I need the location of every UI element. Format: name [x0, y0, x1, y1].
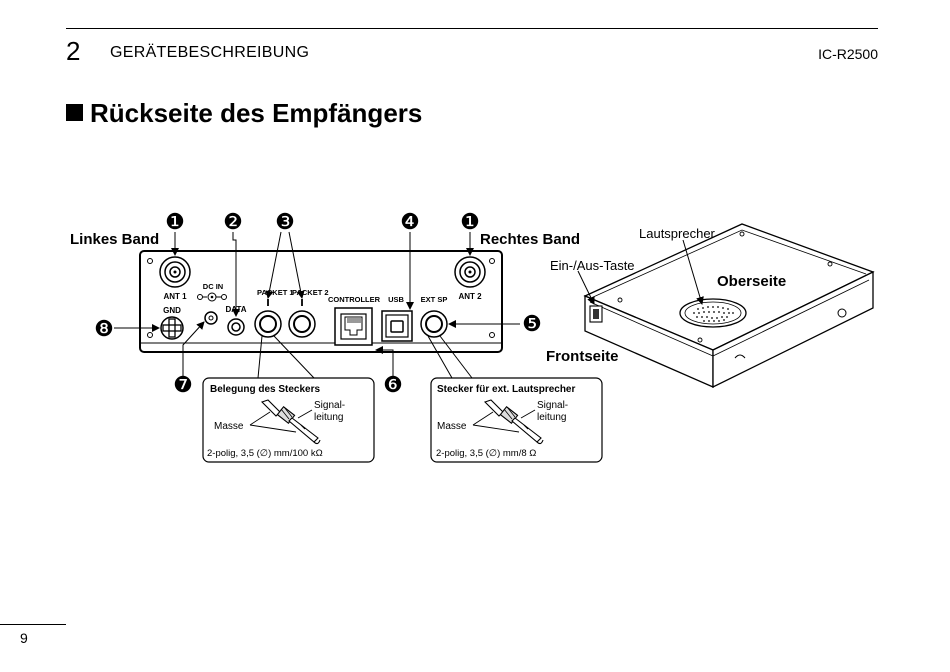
ant2-label: ANT 2	[458, 292, 482, 301]
controller-label: CONTROLLER	[328, 295, 381, 304]
footer-rule	[0, 624, 66, 625]
box-left-title: Belegung des Steckers	[210, 384, 320, 395]
oberseite-label: Oberseite	[717, 273, 786, 290]
dc-polarity-icon	[197, 292, 227, 302]
usb-port	[381, 310, 413, 342]
plug-box-right: Stecker für ext. Lautsprecher Signal- le…	[430, 377, 603, 463]
box-right-signal-2: leitung	[537, 412, 566, 423]
box-left-signal-2: leitung	[314, 412, 343, 423]
callout-6: ❻	[383, 372, 403, 397]
header-rule	[66, 28, 878, 29]
ext-sp-jack	[420, 310, 448, 338]
packet2-jack	[288, 310, 316, 338]
page-number: 9	[20, 630, 28, 646]
callout-4: ❹	[400, 209, 420, 234]
ant2-connector	[454, 256, 486, 288]
chapter-number: 2	[66, 36, 81, 66]
controller-port	[334, 307, 373, 346]
ant1-connector	[159, 256, 191, 288]
chapter-title: GERÄTEBESCHREIBUNG	[110, 44, 310, 61]
plug-box-left: Belegung des Steckers Signal- leitung Ma…	[202, 377, 375, 463]
receiver-device	[583, 223, 875, 389]
ext-sp-label: EXT SP	[421, 295, 448, 304]
box-right-signal-1: Signal-	[537, 400, 568, 411]
callout-7: ❼	[173, 372, 193, 397]
box-right-spec: 2-polig, 3,5 (∅) mm/8 Ω	[436, 448, 536, 459]
section-title-text: Rückseite des Empfängers	[90, 98, 423, 128]
packet1-jack	[254, 310, 282, 338]
model-name: IC-R2500	[818, 46, 878, 62]
ein-aus-taste-label: Ein-/Aus-Taste	[550, 258, 635, 273]
dc-in-label: DC IN	[203, 282, 223, 291]
packet1-label: PACKET 1	[257, 288, 294, 297]
linkes-band-label: Linkes Band	[70, 231, 159, 248]
callout-3: ❸	[275, 209, 295, 234]
gnd-label: GND	[163, 306, 181, 315]
callout-1-right: ❶	[460, 209, 480, 234]
callout-1-left: ❶	[165, 209, 185, 234]
callout-2: ❷	[223, 209, 243, 234]
box-right-title: Stecker für ext. Lautsprecher	[437, 384, 575, 395]
usb-label: USB	[388, 295, 404, 304]
gnd-terminal	[160, 316, 184, 340]
frontseite-label: Frontseite	[546, 348, 619, 365]
packet2-label: PACKET 2	[292, 288, 329, 297]
plug-icon	[483, 399, 544, 445]
ant1-label: ANT 1	[163, 292, 187, 301]
speaker-grille	[679, 298, 747, 328]
section-title: Rückseite des Empfängers	[66, 98, 422, 129]
box-right-masse: Masse	[437, 421, 467, 432]
dc-in-jack	[204, 311, 218, 325]
plug-icon	[260, 399, 321, 445]
box-left-signal-1: Signal-	[314, 400, 345, 411]
box-left-spec: 2-polig, 3,5 (∅) mm/100 kΩ	[207, 448, 323, 459]
square-bullet-icon	[66, 104, 83, 121]
rear-panel	[139, 250, 503, 353]
callout-5: ❺	[522, 311, 542, 336]
data-jack	[227, 318, 245, 336]
rechtes-band-label: Rechtes Band	[480, 231, 580, 248]
callout-8: ❽	[94, 316, 114, 341]
box-left-masse: Masse	[214, 421, 244, 432]
lautsprecher-label: Lautsprecher	[639, 226, 716, 241]
